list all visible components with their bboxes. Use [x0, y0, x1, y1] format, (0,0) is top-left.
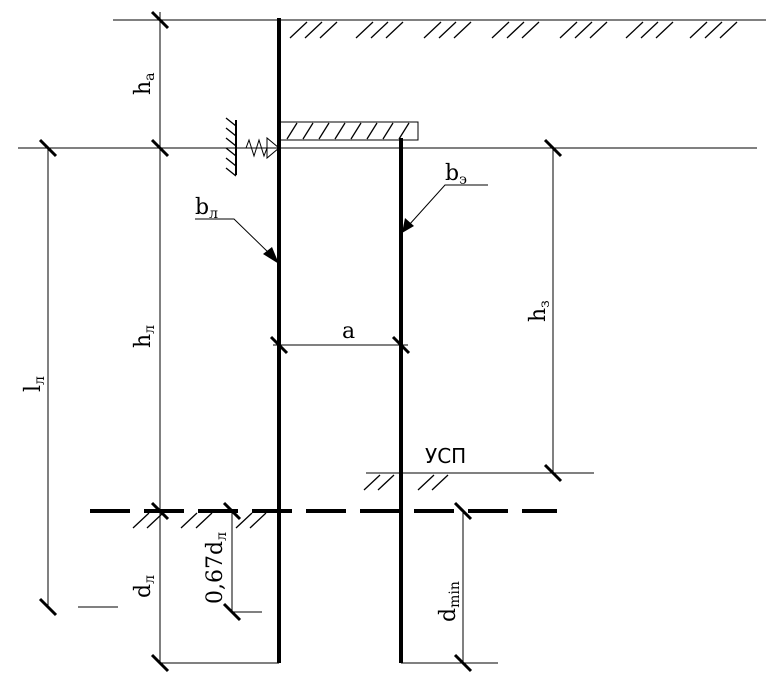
- dim-l-l: [38, 138, 118, 617]
- anchor-spring-support: [225, 117, 280, 177]
- ground-hatch-top: [289, 21, 738, 39]
- label-h-l: hл: [131, 325, 158, 348]
- label-l-l: lл: [21, 376, 48, 392]
- label-h-a: ha: [131, 72, 158, 95]
- dim-h-l: [150, 148, 279, 673]
- label-h-z: hз: [526, 300, 553, 322]
- usp-hatch: [363, 474, 449, 491]
- leader-b-e: [402, 184, 488, 233]
- capping-beam: [279, 121, 419, 141]
- dim-067-d-l: [222, 501, 262, 622]
- dim-d-min: [401, 501, 498, 673]
- ground-hatch-bottom: [132, 512, 267, 529]
- dim-h-z: [543, 138, 563, 483]
- dim-a: [269, 335, 411, 355]
- label-d-min: dmin: [436, 581, 463, 622]
- label-b-e: bэ: [445, 161, 467, 188]
- label-b-l: bл: [195, 195, 218, 222]
- label-067-d-l: 0,67dл: [203, 532, 230, 604]
- label-usp: УСП: [425, 444, 466, 468]
- leader-b-l: [195, 218, 279, 264]
- label-a: a: [342, 319, 355, 344]
- label-d-l: dл: [131, 575, 158, 598]
